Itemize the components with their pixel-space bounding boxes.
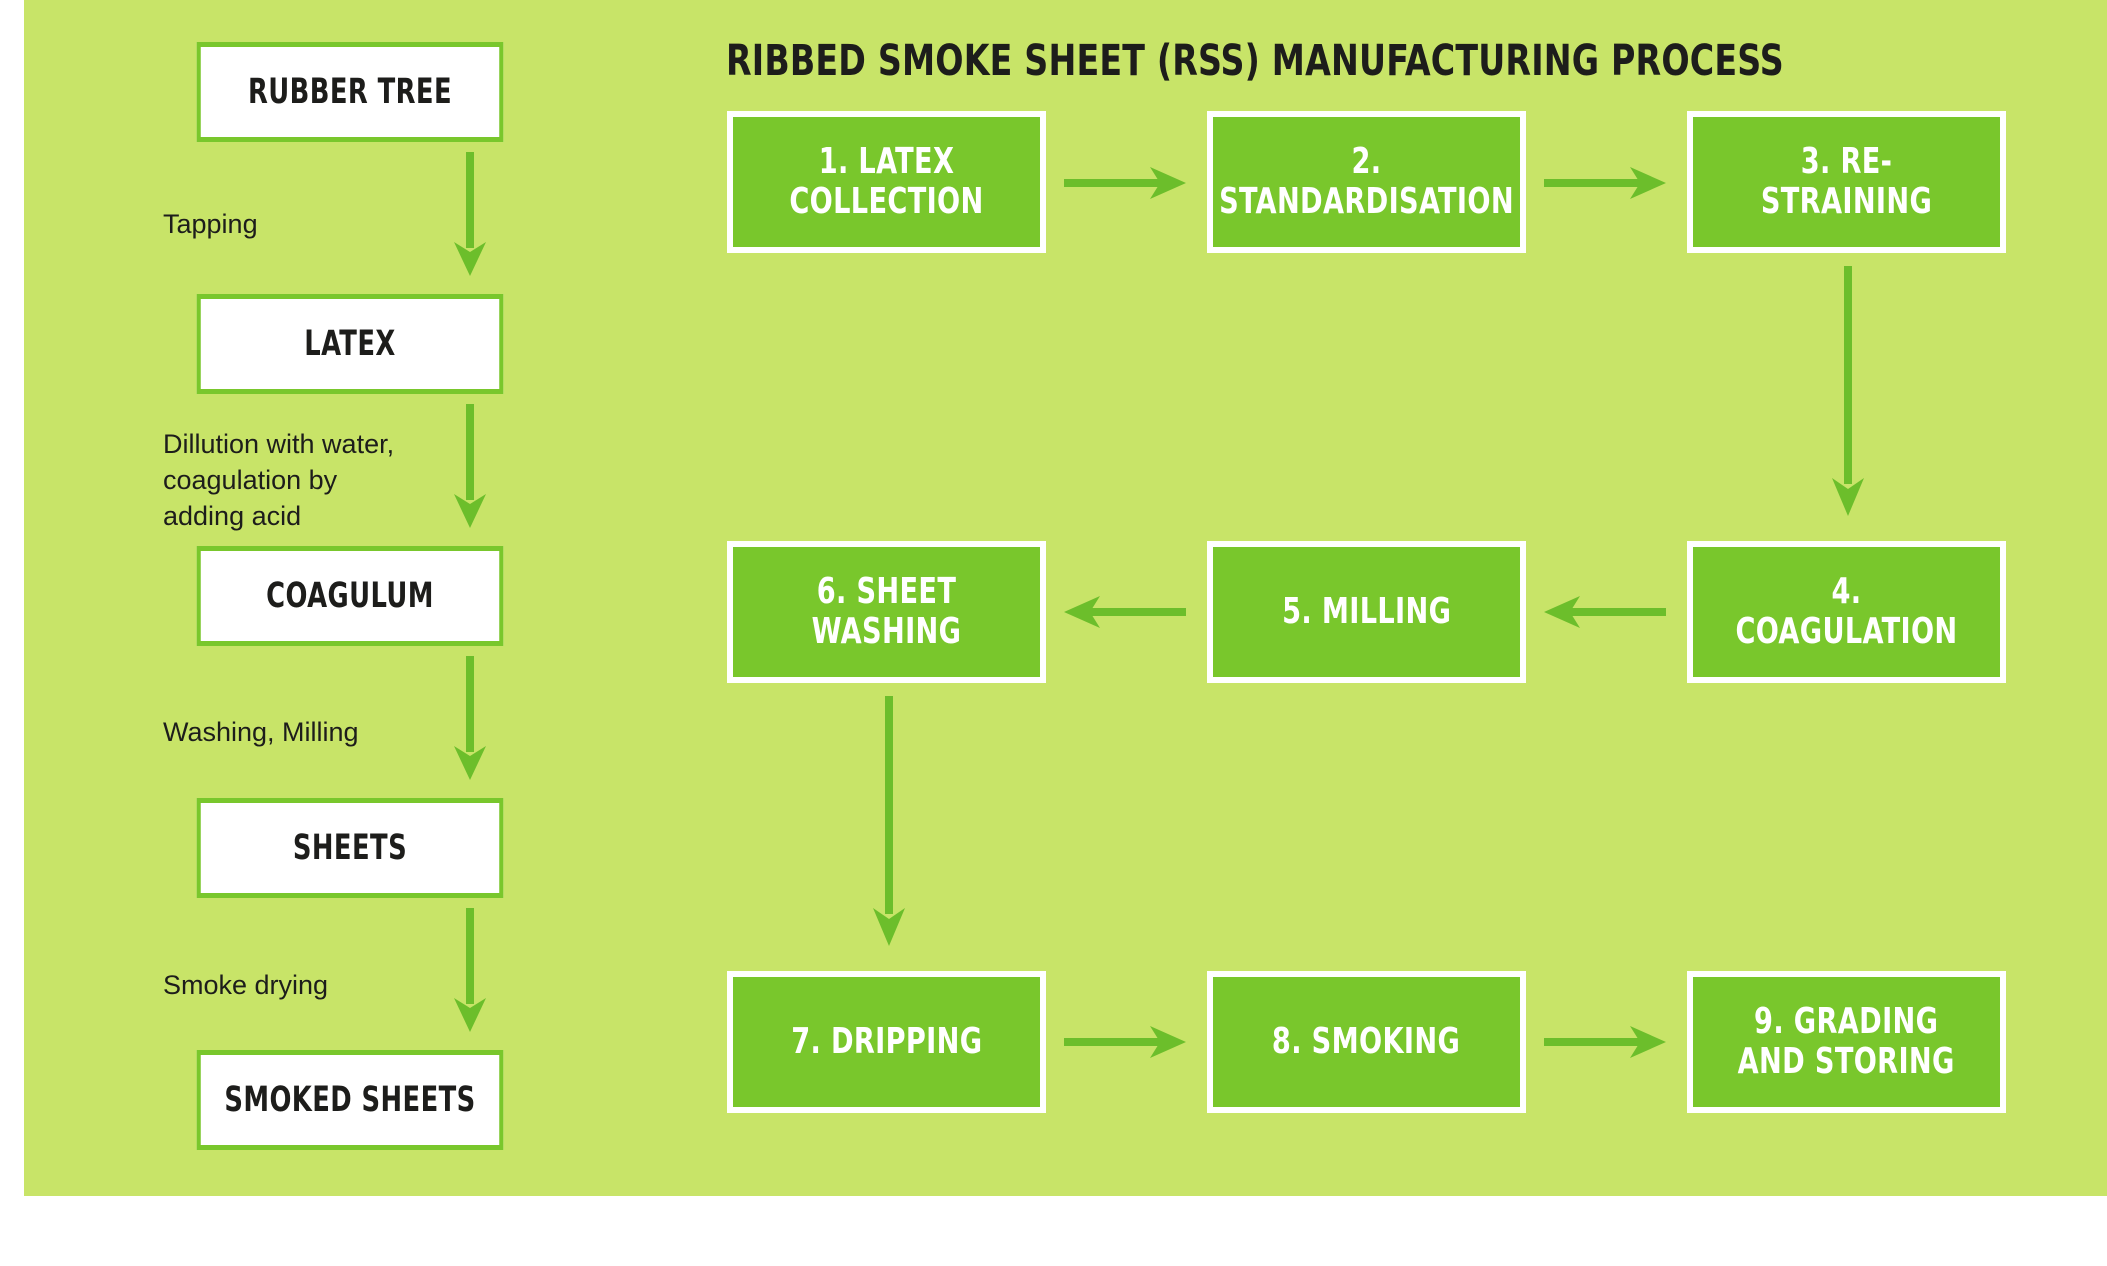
stage-label: COAGULUM xyxy=(266,576,434,616)
process-box-step-9[interactable]: 9. GRADING AND STORING xyxy=(1687,971,2006,1113)
process-label: 7. DRIPPING xyxy=(790,1020,983,1062)
arrow-sheets-to-smoked-sheets xyxy=(452,908,488,1038)
stage-box-coagulum[interactable]: COAGULUM xyxy=(196,546,504,646)
process-box-step-3[interactable]: 3. RE-STRAINING xyxy=(1687,111,2006,253)
process-label: 1. LATEX COLLECTION xyxy=(789,140,984,222)
stage-box-latex[interactable]: LATEX xyxy=(196,294,504,394)
arrow-step5-to-step6 xyxy=(1064,592,1190,632)
process-label: 4. COAGULATION xyxy=(1735,570,1958,652)
annotation-tapping: Tapping xyxy=(163,209,258,239)
arrow-step2-to-step3 xyxy=(1544,163,1670,203)
process-label: 5. MILLING xyxy=(1281,590,1452,632)
page-title: RIBBED SMOKE SHEET (RSS) MANUFACTURING P… xyxy=(726,36,1784,86)
stage-label: LATEX xyxy=(304,324,396,364)
process-box-step-7[interactable]: 7. DRIPPING xyxy=(727,971,1046,1113)
process-label: 8. SMOKING xyxy=(1272,1020,1461,1062)
stage-box-smoked-sheets[interactable]: SMOKED SHEETS xyxy=(196,1050,504,1150)
process-label: 6. SHEET WASHING xyxy=(811,570,962,652)
annotation-dilution: Dillution with water, coagulation by add… xyxy=(163,429,395,531)
arrow-step3-to-step4 xyxy=(1830,266,1866,522)
process-box-step-4[interactable]: 4. COAGULATION xyxy=(1687,541,2006,683)
arrow-step6-to-step7 xyxy=(871,696,907,952)
process-label-line-1: 9. GRADING xyxy=(1754,1000,1939,1042)
process-box-step-6[interactable]: 6. SHEET WASHING xyxy=(727,541,1046,683)
stage-label: RUBBER TREE xyxy=(247,72,453,112)
arrow-coagulum-to-sheets xyxy=(452,656,488,786)
arrow-latex-to-coagulum xyxy=(452,404,488,534)
stage-box-sheets[interactable]: SHEETS xyxy=(196,798,504,898)
annotation-smoke-drying: Smoke drying xyxy=(163,970,329,1000)
arrow-step4-to-step5 xyxy=(1544,592,1670,632)
arrow-rubber-tree-to-latex xyxy=(452,152,488,282)
arrow-step8-to-step9 xyxy=(1544,1022,1670,1062)
stage-label: SHEETS xyxy=(292,828,408,868)
process-box-step-2[interactable]: 2. STANDARDISATION xyxy=(1207,111,1526,253)
stage-box-rubber-tree[interactable]: RUBBER TREE xyxy=(196,42,504,142)
process-label: 3. RE-STRAINING xyxy=(1760,140,1933,222)
process-label-line-2: AND STORING xyxy=(1737,1041,1956,1082)
process-label: 2. STANDARDISATION xyxy=(1219,140,1514,222)
process-box-step-8[interactable]: 8. SMOKING xyxy=(1207,971,1526,1113)
arrow-step7-to-step8 xyxy=(1064,1022,1190,1062)
process-label-multiline: 9. GRADING AND STORING xyxy=(1737,1000,1956,1083)
process-box-step-5[interactable]: 5. MILLING xyxy=(1207,541,1526,683)
process-box-step-1[interactable]: 1. LATEX COLLECTION xyxy=(727,111,1046,253)
stage-label: SMOKED SHEETS xyxy=(224,1080,476,1120)
annotation-washing-milling: Washing, Milling xyxy=(163,717,359,747)
arrow-step1-to-step2 xyxy=(1064,163,1190,203)
